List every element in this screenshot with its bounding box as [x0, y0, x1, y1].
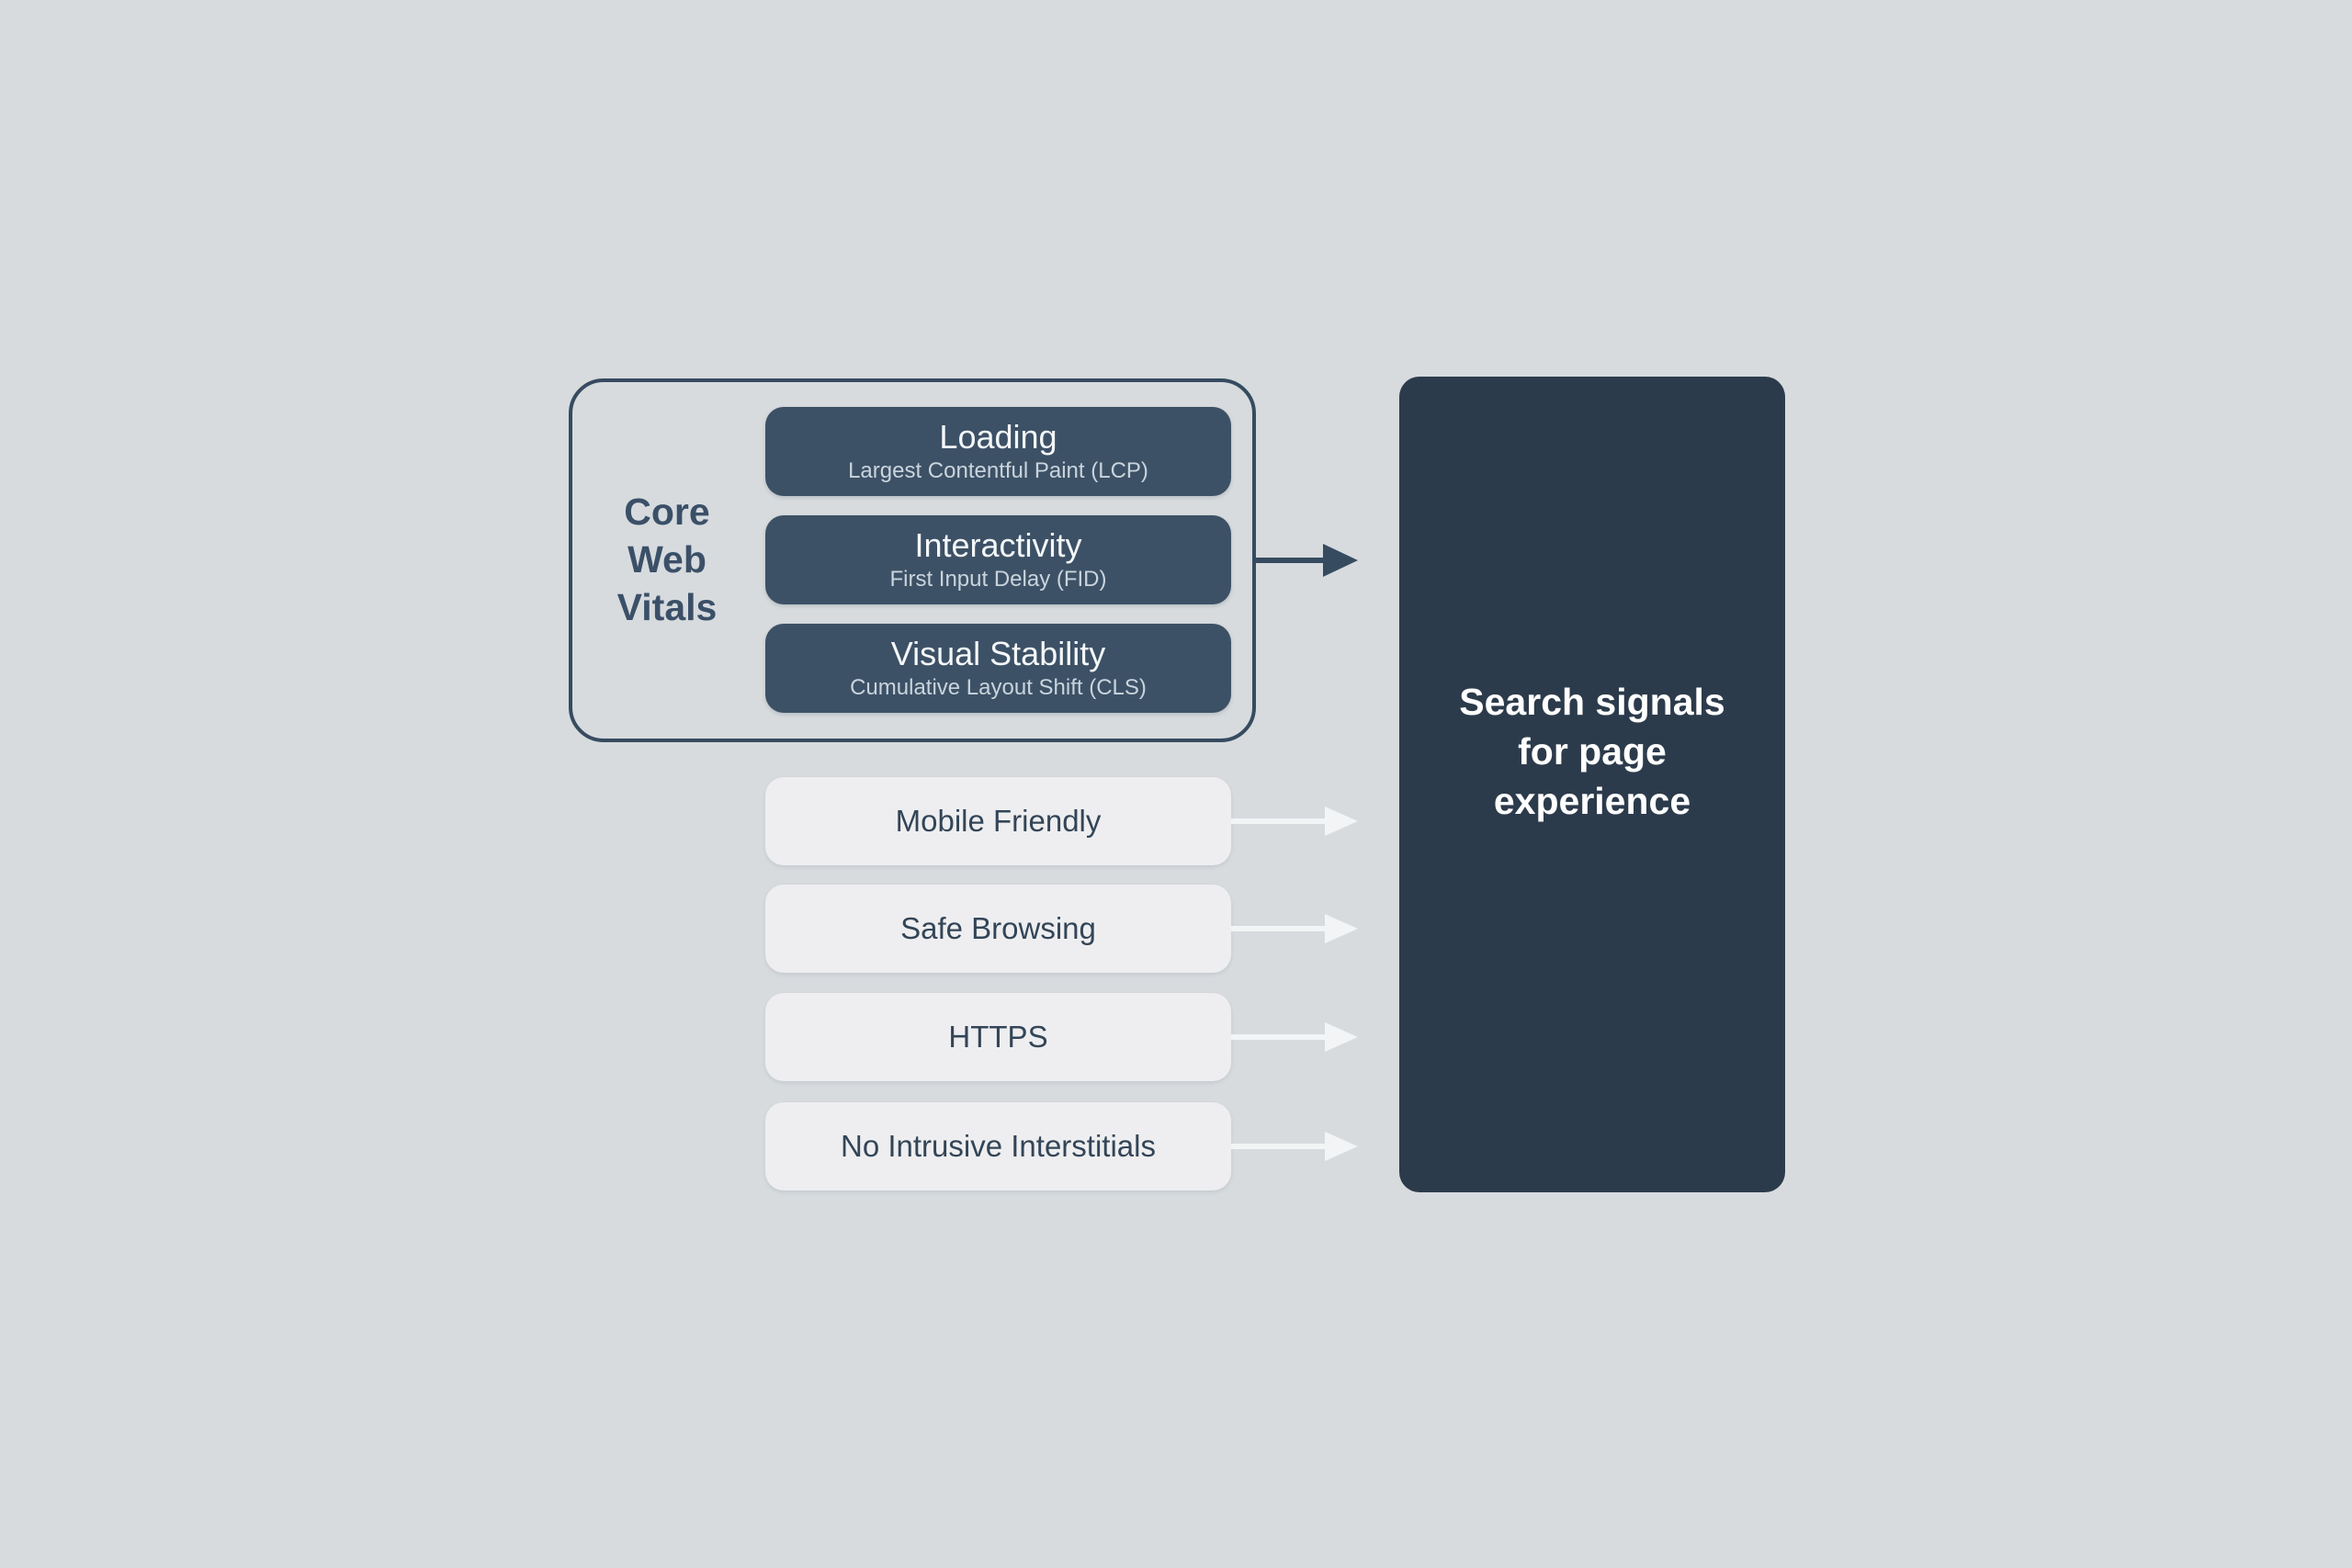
metric-subtitle: Cumulative Layout Shift (CLS) [850, 675, 1147, 700]
signal-box-https: HTTPS [765, 993, 1231, 1081]
metric-title: Loading [939, 418, 1057, 456]
core-web-vitals-label-line: Vitals [616, 586, 718, 628]
arrow-shaft [1231, 1144, 1327, 1149]
cwv-to-target-arrow [1256, 544, 1358, 577]
https-arrow [1231, 1022, 1358, 1052]
target-label-line: Search signals [1459, 681, 1725, 723]
arrow-head-icon [1325, 807, 1358, 836]
mobile-friendly-arrow [1231, 807, 1358, 836]
signal-label: Safe Browsing [900, 911, 1096, 945]
metric-box-loading: Loading Largest Contentful Paint (LCP) [765, 407, 1231, 496]
target-label-line: for page [1518, 730, 1667, 773]
metric-title: Visual Stability [890, 635, 1106, 672]
metric-box-interactivity: Interactivity First Input Delay (FID) [765, 515, 1231, 604]
arrow-shaft [1256, 558, 1326, 563]
signal-label: HTTPS [948, 1020, 1048, 1054]
core-web-vitals-label-line: Web [628, 538, 707, 581]
core-web-vitals-group [569, 378, 1256, 742]
metric-subtitle: Largest Contentful Paint (LCP) [848, 458, 1148, 483]
signal-box-safe-browsing: Safe Browsing [765, 885, 1231, 973]
metric-subtitle: First Input Delay (FID) [889, 567, 1107, 592]
arrow-shaft [1231, 1034, 1327, 1040]
core-web-vitals-label-line: Core [624, 491, 710, 533]
arrow-shaft [1231, 818, 1327, 824]
arrow-shaft [1231, 926, 1327, 931]
target-box-search-signals: Search signals for page experience [1399, 377, 1785, 1192]
arrow-head-icon [1325, 1022, 1358, 1052]
safe-browsing-arrow [1231, 914, 1358, 943]
arrow-head-icon [1325, 914, 1358, 943]
arrow-head-icon [1323, 544, 1358, 577]
metric-title: Interactivity [914, 526, 1082, 564]
core-web-vitals-label: Core Web Vitals [569, 488, 765, 631]
no-intrusive-interstitials-arrow [1231, 1132, 1358, 1161]
signal-box-mobile-friendly: Mobile Friendly [765, 777, 1231, 865]
signal-label: No Intrusive Interstitials [841, 1129, 1156, 1163]
signal-label: Mobile Friendly [895, 804, 1102, 838]
target-label-line: experience [1493, 780, 1691, 822]
signal-box-no-intrusive-interstitials: No Intrusive Interstitials [765, 1102, 1231, 1190]
metric-box-visual-stability: Visual Stability Cumulative Layout Shift… [765, 624, 1231, 713]
arrow-head-icon [1325, 1132, 1358, 1161]
target-label: Search signals for page experience [1459, 677, 1724, 826]
